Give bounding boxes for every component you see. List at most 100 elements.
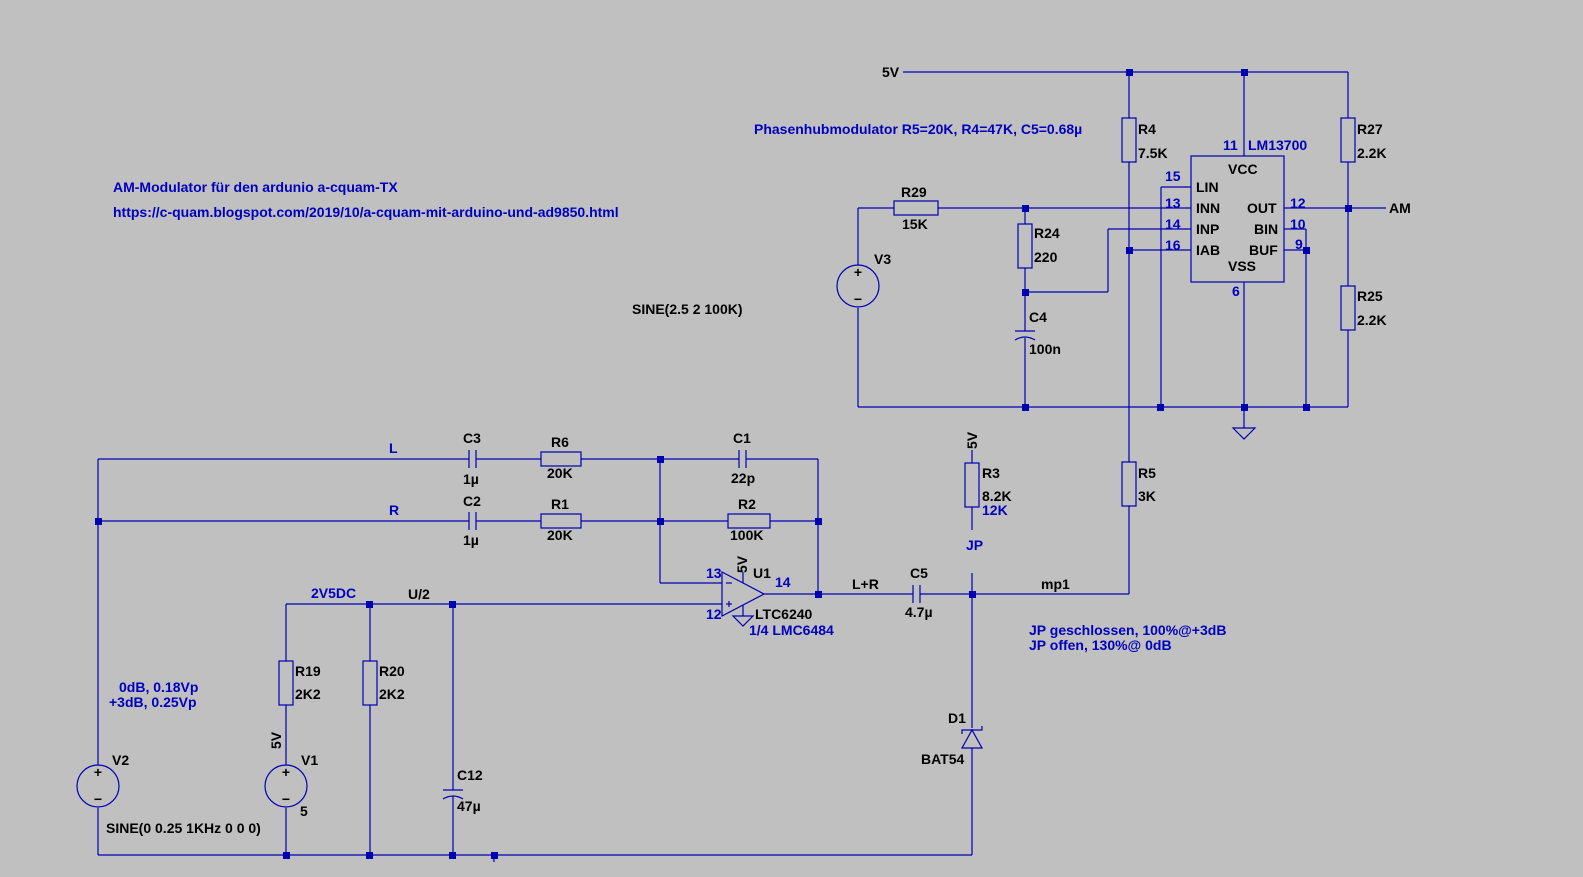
c12-value: 47µ [457,798,481,814]
resistor-r1[interactable] [540,513,582,529]
voltage-source-v1[interactable]: + − [264,764,308,808]
c5-value: 4.7µ [905,604,933,620]
capacitor-c4[interactable] [1014,330,1036,341]
resistor-r19[interactable] [278,660,294,706]
comment-jp-open: JP offen, 130%@ 0dB [1029,637,1172,653]
c1-value: 22p [731,470,755,486]
resistor-r3[interactable] [964,462,980,508]
net-label-lr: L+R [852,576,879,592]
u1-value: LTC6240 [755,606,813,622]
v1-ref: V1 [301,752,318,768]
net-label-u1-5v: 5V [734,555,750,573]
c2-value: 1µ [463,532,479,548]
u1-pin-13: 13 [706,565,722,581]
capacitor-c1[interactable] [738,450,747,468]
comment-level-0db: 0dB, 0.18Vp [119,679,198,695]
net-label-jp: JP [966,537,983,553]
c1-ref: C1 [733,430,751,446]
r27-value: 2.2K [1357,145,1387,161]
r20-ref: R20 [379,663,405,679]
r6-ref: R6 [551,434,569,450]
comment-url: https://c-quam.blogspot.com/2019/10/a-cq… [113,204,619,220]
comment-jp-closed: JP geschlossen, 100%@+3dB [1029,622,1226,638]
r6-value: 20K [547,465,573,481]
comment-title: AM-Modulator für den ardunio a-cquam-TX [113,179,398,195]
u1-pin-12: 12 [706,606,722,622]
opamp-u1[interactable] [721,571,766,627]
resistor-r27[interactable] [1340,117,1356,163]
r1-value: 20K [547,527,573,543]
v2-ref: V2 [112,752,129,768]
ic-pin-vcc: VCC [1228,161,1258,177]
ground-symbol [1231,427,1257,440]
resistor-r25[interactable] [1340,285,1356,331]
u1-ref: U1 [753,565,771,581]
ic-pin-10-num: 10 [1290,216,1306,232]
ic-pin-out: OUT [1247,200,1277,216]
c12-ref: C12 [457,767,483,783]
c2-ref: C2 [463,493,481,509]
resistor-r24[interactable] [1017,223,1033,269]
resistor-r29[interactable] [893,200,939,216]
ic-ref: LM13700 [1248,137,1307,153]
ic-pin-16-num: 16 [1165,237,1181,253]
resistor-r5[interactable] [1121,461,1137,507]
r4-value: 7.5K [1138,145,1168,161]
r20-value: 2K2 [379,686,405,702]
r2-value: 100K [730,527,763,543]
v3-sine-spec: SINE(2.5 2 100K) [632,301,743,317]
ic-pin-vss: VSS [1228,258,1256,274]
minus-sign: − [94,791,102,807]
resistor-r4[interactable] [1121,117,1137,163]
ic-pin-12-num: 12 [1290,195,1306,211]
capacitor-c3[interactable] [468,450,477,468]
capacitor-c12[interactable] [442,789,464,800]
ic-pin-11-num: 11 [1223,137,1238,153]
net-label-am: AM [1389,200,1411,216]
comment-level-3db: +3dB, 0.25Vp [109,694,197,710]
ic-pin-inp: INP [1196,221,1219,237]
net-label-2v5dc: 2V5DC [311,585,356,601]
capacitor-c5[interactable] [912,585,921,603]
r19-value: 2K2 [295,686,321,702]
net-label-r: R [389,502,399,518]
resistor-r2[interactable] [727,513,771,529]
r27-ref: R27 [1357,121,1383,137]
r5-ref: R5 [1138,465,1156,481]
r2-ref: R2 [738,496,756,512]
r24-value: 220 [1034,249,1058,265]
net-label-r3-5v: 5V [964,431,980,449]
voltage-source-v3[interactable]: + − [836,264,880,308]
ic-pin-inn: INN [1196,200,1220,216]
plus-sign: + [282,764,290,780]
resistor-r20[interactable] [362,660,378,706]
d1-ref: D1 [948,710,966,726]
net-label-5v: 5V [882,64,900,80]
wires [97,71,1386,862]
c3-value: 1µ [463,471,479,487]
resistor-r6[interactable] [540,451,582,467]
ic-lm13700-body[interactable] [1190,155,1285,283]
r3-value: 8.2K [982,488,1012,504]
capacitor-c2[interactable] [468,512,477,530]
r1-ref: R1 [551,496,569,512]
voltage-source-v2[interactable]: + − [76,764,120,808]
ic-pin-13-num: 13 [1165,195,1181,211]
v1-value: 5 [300,803,308,819]
r3-ref: R3 [982,465,1000,481]
ic-pin-iab: IAB [1196,242,1220,258]
plus-sign: + [94,764,102,780]
ic-pin-bin: BIN [1254,221,1278,237]
r25-value: 2.2K [1357,312,1387,328]
v2-sine-spec: SINE(0 0.25 1KHz 0 0 0) [106,820,261,836]
diode-d1[interactable] [960,726,984,749]
net-label-l: L [389,440,398,456]
v3-ref: V3 [874,251,891,267]
r3-alt-value: 12K [982,502,1008,518]
c3-ref: C3 [463,430,481,446]
net-label-mp1: mp1 [1041,576,1070,592]
c4-value: 100n [1029,341,1061,357]
r25-ref: R25 [1357,288,1383,304]
u1-pin-14: 14 [775,574,791,590]
